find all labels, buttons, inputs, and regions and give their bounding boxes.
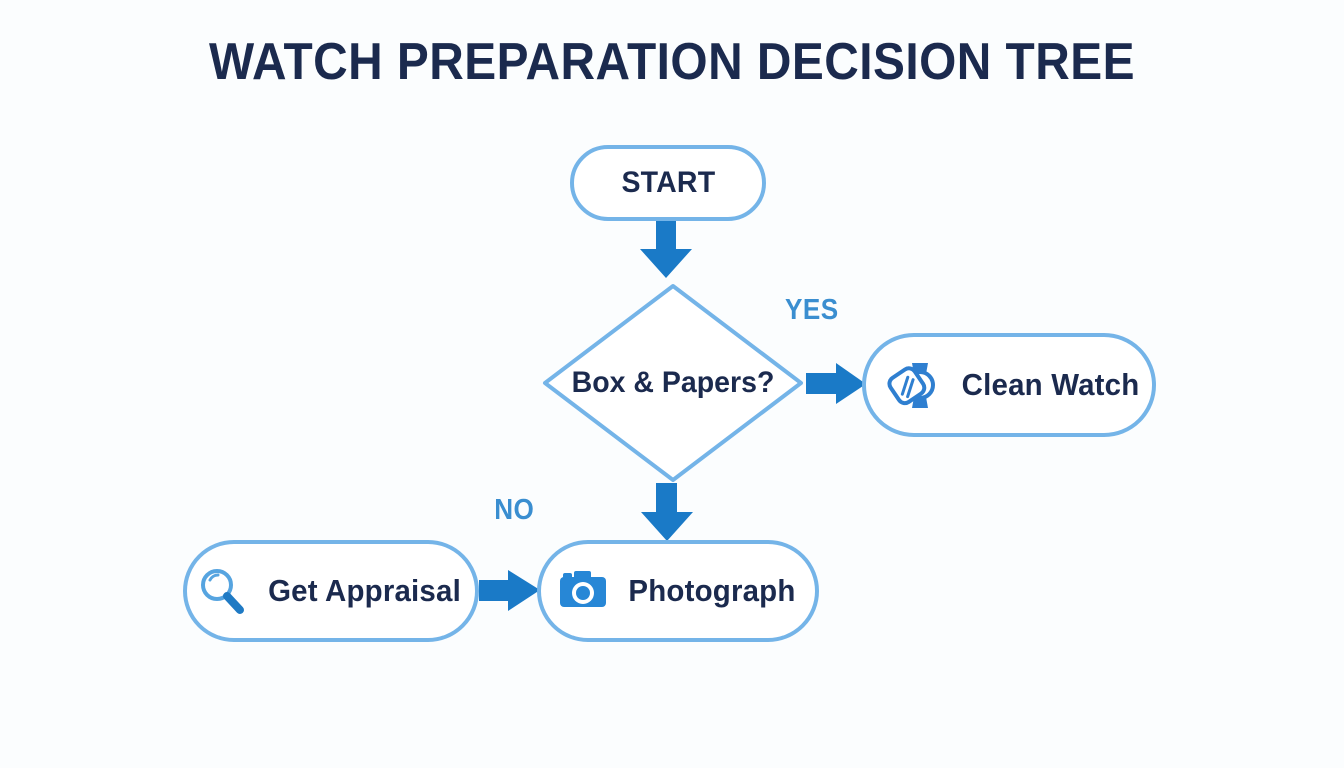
- node-clean-watch-label: Clean Watch: [962, 367, 1140, 402]
- node-decision[interactable]: Box & Papers?: [537, 278, 809, 488]
- node-get-appraisal-label: Get Appraisal: [268, 573, 462, 608]
- watch-cleaning-icon: [887, 357, 943, 413]
- node-get-appraisal[interactable]: Get Appraisal: [183, 540, 479, 642]
- edge-appraisal-to-photograph: [479, 570, 540, 611]
- node-start[interactable]: START: [570, 145, 766, 221]
- node-decision-label: Box & Papers?: [571, 366, 775, 399]
- magnifying-glass-icon: [195, 564, 249, 618]
- edge-decision-to-clean: [806, 363, 866, 404]
- edge-start-to-decision: [640, 221, 692, 278]
- node-photograph[interactable]: Photograph: [537, 540, 819, 642]
- page-title: WATCH PREPARATION DECISION TREE: [209, 33, 1135, 91]
- edge-label-no: NO: [494, 494, 535, 526]
- diamond-shape: [543, 284, 803, 482]
- node-clean-watch[interactable]: Clean Watch: [862, 333, 1156, 437]
- edge-decision-to-photograph: [641, 483, 693, 541]
- edge-label-yes: YES: [784, 294, 839, 326]
- camera-icon: [556, 564, 610, 618]
- node-photograph-label: Photograph: [628, 573, 796, 608]
- node-start-label: START: [621, 166, 715, 199]
